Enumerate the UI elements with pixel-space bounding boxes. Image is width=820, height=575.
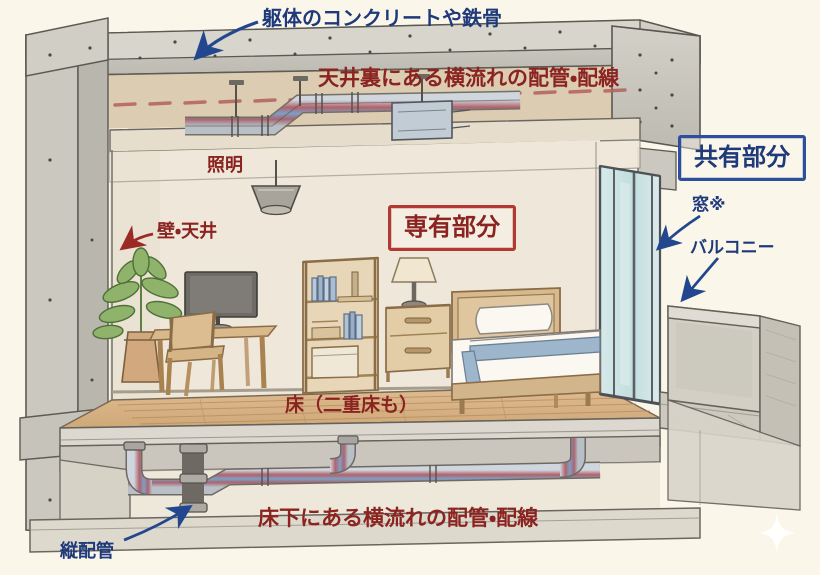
window-and-balcony bbox=[598, 164, 801, 511]
label-balcony: バルコニー bbox=[690, 238, 775, 258]
underfloor-pipe-elbow-right bbox=[329, 435, 359, 474]
ceiling-duct-box bbox=[391, 100, 471, 141]
sparkle-decoration bbox=[759, 512, 795, 553]
label-ceiling-pipes: 天井裏にある横流れの配管・配線 bbox=[318, 66, 620, 90]
label-window: 窓※ bbox=[692, 195, 726, 215]
underfloor-pipe-riser-far bbox=[559, 438, 586, 478]
bed bbox=[451, 287, 601, 414]
label-lighting: 照明 bbox=[207, 155, 243, 176]
badge-common-area: 共有部分 bbox=[678, 135, 806, 181]
annotation-arrows bbox=[119, 20, 720, 542]
label-structure-concrete-steel: 躯体のコンクリートや鉄骨 bbox=[262, 6, 502, 30]
pendant-light bbox=[250, 160, 302, 216]
label-floor: 床（二重床も） bbox=[285, 394, 419, 416]
arrow-vertical-pipe bbox=[123, 505, 193, 542]
potted-plant bbox=[92, 247, 183, 383]
arrow-balcony bbox=[680, 257, 720, 303]
underfloor-pipe-elbow-left bbox=[123, 441, 153, 496]
badge-private-area: 専有部分 bbox=[388, 205, 516, 251]
arrow-structure bbox=[193, 20, 259, 61]
label-vertical-pipe: 縦配管 bbox=[60, 541, 114, 562]
arrow-window bbox=[655, 214, 701, 251]
label-wall-ceiling: 壁・天井 bbox=[157, 221, 218, 242]
label-underfloor-pipes: 床下にある横流れの配管・配線 bbox=[258, 506, 539, 530]
underfloor-pipe-horizontal bbox=[128, 461, 601, 496]
chair bbox=[165, 311, 225, 397]
nightstand-with-lamp bbox=[385, 257, 451, 382]
underfloor-space bbox=[29, 435, 701, 553]
bookshelf bbox=[302, 256, 379, 394]
arrow-wall-ceiling bbox=[119, 225, 154, 251]
vertical-pipe bbox=[179, 443, 208, 513]
